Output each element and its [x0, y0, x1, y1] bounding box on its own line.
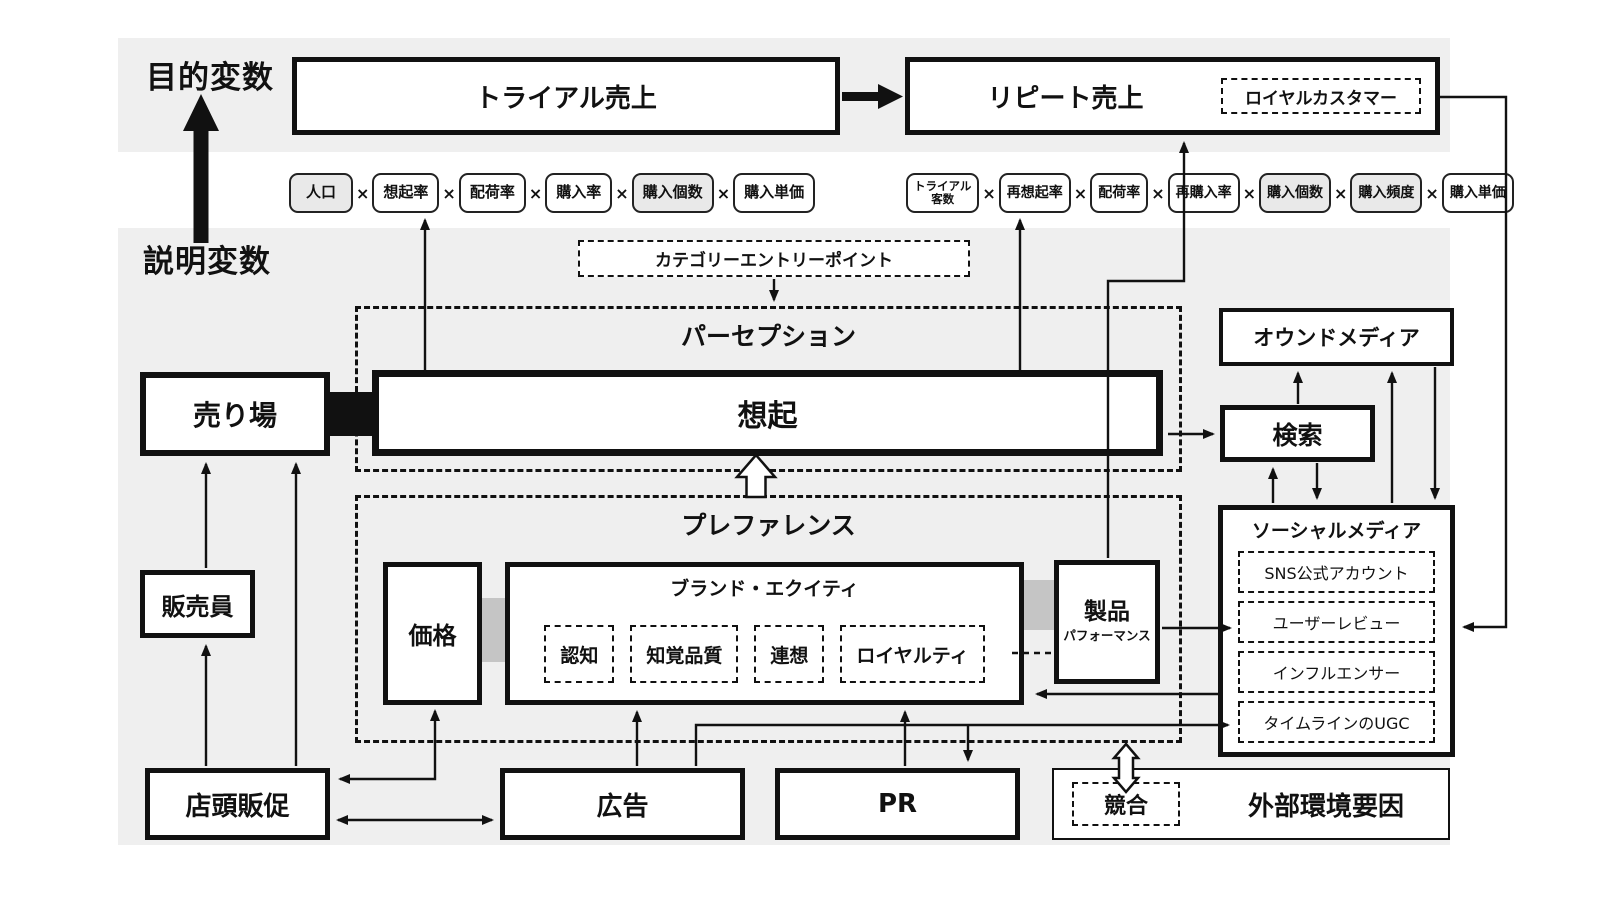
multiply-symbol: × [982, 183, 996, 203]
repeat-sales-box: リピート売上 ロイヤルカスタマー [905, 57, 1440, 135]
equity-product-connector [1024, 580, 1054, 630]
social-media-item: ユーザーレビュー [1238, 601, 1435, 643]
recall-label: 想起 [737, 399, 798, 434]
social-media-item: SNS公式アカウント [1238, 551, 1435, 593]
brand-equity-item: 知覚品質 [630, 625, 739, 683]
brand-equity-items: 認知知覚品質連想ロイヤルティ [510, 625, 1019, 683]
salesperson-box: 販売員 [140, 570, 255, 638]
recall-box: 想起 [372, 370, 1163, 456]
search-label: 検索 [1272, 420, 1323, 450]
trial-factor-row: 人口×想起率×配荷率×購入率×購入個数×購入単価 [289, 172, 816, 214]
factor-box: トライアル 客数 [906, 173, 980, 213]
brand-equity-box: ブランド・エクイティ 認知知覚品質連想ロイヤルティ [505, 562, 1024, 705]
brand-equity-title: ブランド・エクイティ [670, 578, 859, 600]
repeat-factor-row: トライアル 客数×再想起率×配荷率×再購入率×購入個数×購入頻度×購入単価 [906, 172, 1514, 214]
social-media-item: インフルエンサー [1238, 651, 1435, 693]
social-media-box: ソーシャルメディア SNS公式アカウントユーザーレビューインフルエンサータイムラ… [1218, 505, 1455, 757]
multiply-symbol: × [1425, 183, 1439, 203]
perception-title: パーセプション [680, 322, 856, 351]
factor-box: 購入単価 [733, 173, 816, 213]
owned-media-box: オウンドメディア [1219, 308, 1454, 366]
multiply-symbol: × [615, 183, 629, 203]
store-promotion-label: 店頭販促 [185, 791, 290, 822]
multiply-symbol: × [1073, 183, 1088, 203]
category-entry-point-box: カテゴリーエントリーポイント [578, 240, 970, 277]
brand-equity-item: 連想 [754, 625, 825, 683]
repeat-sales-label: リピート売上 [987, 83, 1144, 114]
factor-box: 再想起率 [998, 173, 1071, 213]
brand-equity-item: ロイヤルティ [840, 625, 985, 683]
product-label-line1: 製品 [1084, 598, 1130, 625]
store-label: 売り場 [192, 399, 277, 432]
factor-box: 購入個数 [1259, 173, 1332, 213]
multiply-symbol: × [1151, 183, 1165, 203]
external-factors-label: 外部環境要因 [1247, 791, 1404, 822]
multiply-symbol: × [528, 183, 543, 203]
factor-box: 配荷率 [458, 173, 526, 213]
price-label: 価格 [408, 622, 457, 650]
multiply-symbol: × [1242, 183, 1257, 203]
pr-label: PR [877, 789, 918, 819]
price-equity-connector [482, 598, 505, 662]
preference-title: プレファレンス [681, 511, 856, 540]
factor-box: 想起率 [372, 173, 440, 213]
trial-sales-box: トライアル売上 [292, 57, 840, 135]
competitor-box: 競合 [1072, 782, 1180, 826]
factor-box: 再購入率 [1167, 173, 1240, 213]
multiply-symbol: × [356, 183, 370, 203]
factor-box: 購入単価 [1441, 173, 1514, 213]
social-media-item: タイムラインのUGC [1238, 701, 1435, 743]
social-media-items: SNS公式アカウントユーザーレビューインフルエンサータイムラインのUGC [1223, 551, 1450, 743]
advertising-label: 広告 [596, 791, 649, 822]
owned-media-label: オウンドメディア [1253, 326, 1420, 350]
store-promotion-box: 店頭販促 [145, 768, 330, 840]
product-performance-box: 製品 パフォーマンス [1054, 560, 1160, 684]
advertising-box: 広告 [500, 768, 745, 840]
loyal-customer-box: ロイヤルカスタマー [1221, 78, 1421, 114]
factor-box: 購入率 [545, 173, 613, 213]
store-box: 売り場 [140, 372, 330, 456]
price-box: 価格 [383, 562, 482, 705]
factor-box: 購入個数 [631, 173, 714, 213]
external-factors-box: 競合 外部環境要因 [1052, 768, 1450, 840]
social-media-title: ソーシャルメディア [1251, 520, 1422, 542]
pr-box: PR [775, 768, 1020, 840]
explanatory-variable-label: 説明変数 [143, 244, 271, 280]
multiply-symbol: × [1334, 183, 1348, 203]
factor-box: 購入頻度 [1350, 173, 1423, 213]
objective-variable-label: 目的変数 [146, 60, 274, 96]
brand-equity-item: 認知 [544, 625, 615, 683]
factor-box: 配荷率 [1090, 173, 1149, 213]
search-box: 検索 [1220, 405, 1375, 462]
multiply-symbol: × [442, 183, 456, 203]
factor-box: 人口 [289, 173, 353, 213]
multiply-symbol: × [716, 183, 731, 203]
product-label-line2: パフォーマンス [1063, 628, 1151, 644]
salesperson-label: 販売員 [161, 592, 234, 621]
trial-sales-label: トライアル売上 [475, 83, 657, 114]
